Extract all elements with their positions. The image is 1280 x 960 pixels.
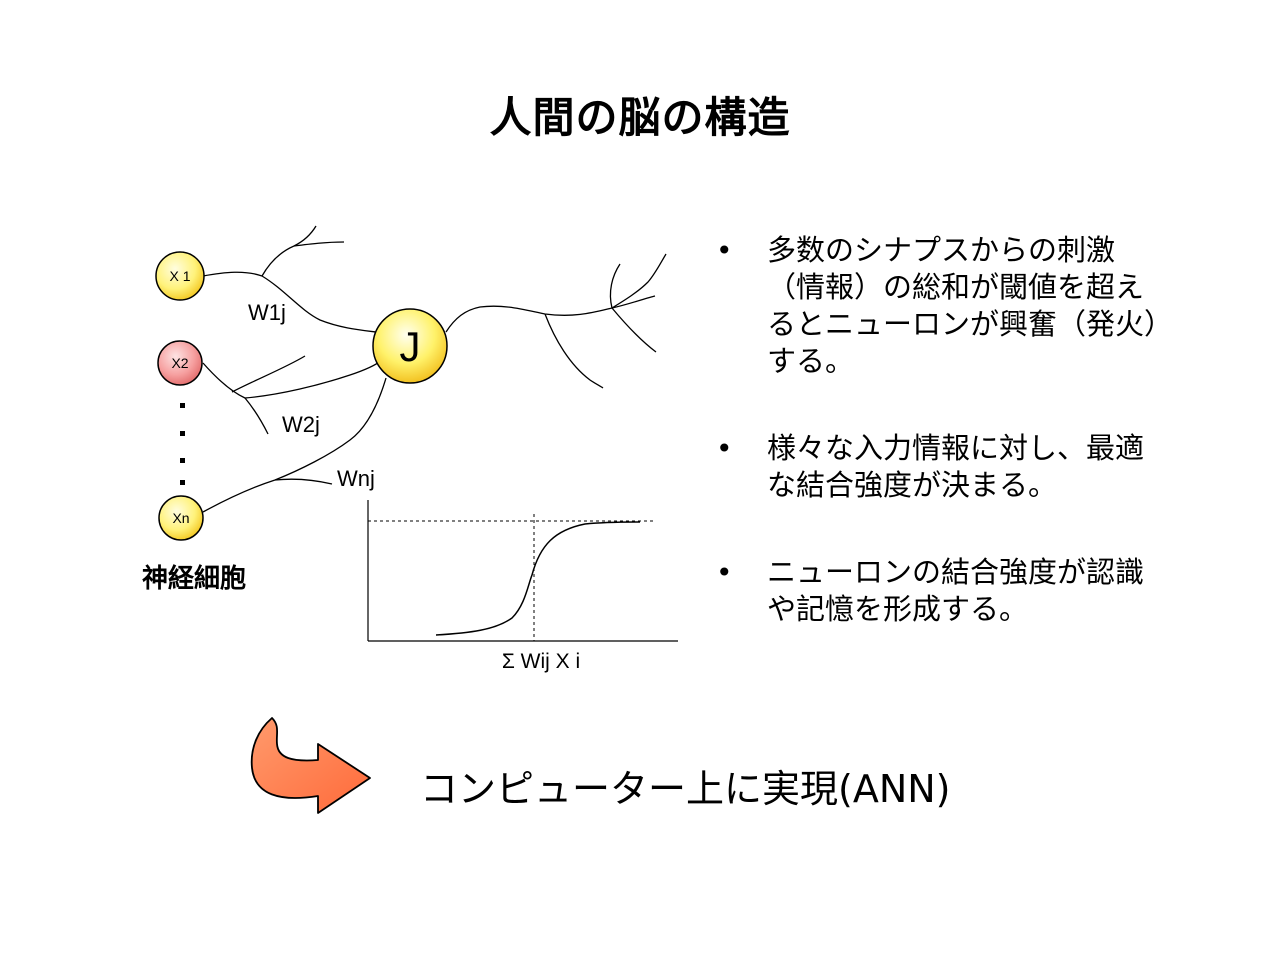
input-x2 <box>157 340 203 386</box>
ellipsis-dots <box>180 403 185 485</box>
graph-x-label: Σ Wij X i <box>502 650 580 673</box>
neuron-j-label: J <box>400 323 421 370</box>
input-x2-label: X2 <box>171 355 188 371</box>
bullet-item: 様々な入力情報に対し、最適な結合強度が決まる。 <box>712 430 1172 504</box>
input-x1-label: X 1 <box>169 268 190 284</box>
dendrites <box>202 225 667 513</box>
weight-w1j: W1j <box>248 300 286 325</box>
curved-arrow-icon <box>250 717 371 814</box>
neuron-j <box>372 308 448 384</box>
page-title: 人間の脳の構造 <box>489 93 791 142</box>
input-xn <box>158 495 204 541</box>
conclusion-text: コンピューター上に実現(ANN) <box>420 767 951 811</box>
bullet-item: ニューロンの結合強度が認識や記憶を形成する。 <box>712 554 1172 628</box>
bullet-list: 多数のシナプスからの刺激（情報）の総和が閾値を超えるとニューロンが興奮（発火）す… <box>712 232 1172 678</box>
sigmoid-curve <box>435 521 641 636</box>
input-xn-label: Xn <box>172 510 189 526</box>
weight-wnj: Wnj <box>337 466 375 491</box>
sigmoid-graph: Σ Wij X i <box>367 500 678 673</box>
bullet-item: 多数のシナプスからの刺激（情報）の総和が閾値を超えるとニューロンが興奮（発火）す… <box>712 232 1172 380</box>
weight-w2j: W2j <box>282 412 320 437</box>
nerve-cell-label: 神経細胞 <box>142 564 247 594</box>
input-x1 <box>155 251 205 301</box>
